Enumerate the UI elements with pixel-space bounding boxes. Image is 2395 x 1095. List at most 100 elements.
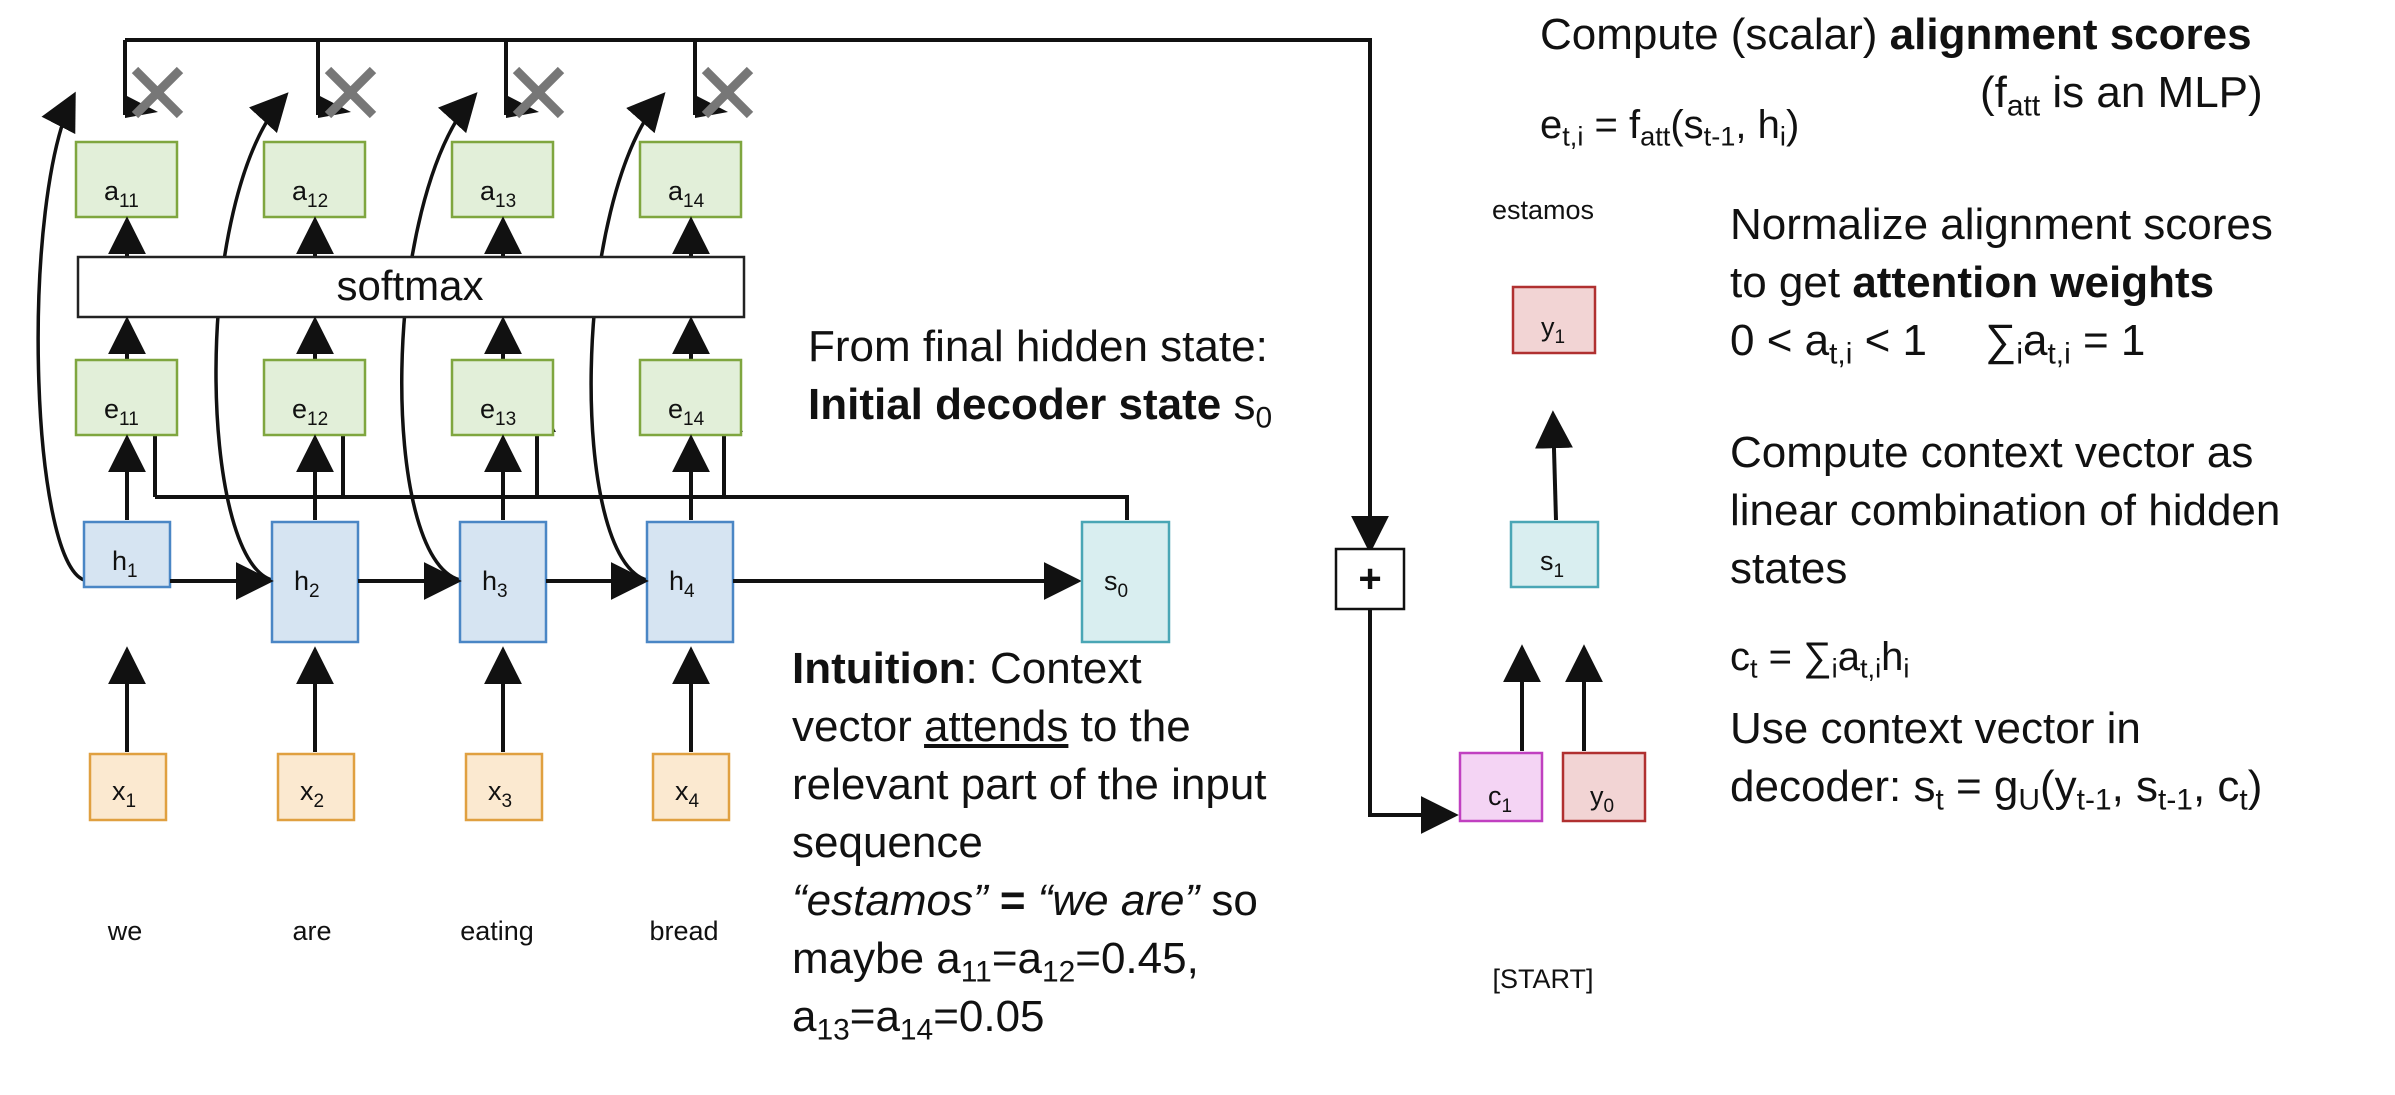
a-label-14: a14 xyxy=(668,176,705,212)
intuition-line2: vector attends to the xyxy=(792,698,1267,756)
x-to-h-arrows xyxy=(108,646,710,752)
plus-node xyxy=(1334,547,1406,611)
h-box-3 xyxy=(458,520,548,644)
decoder-input-arrows xyxy=(1503,644,1603,751)
y1-box xyxy=(1511,285,1597,355)
e-label-14: e14 xyxy=(668,394,705,430)
y1-label: y1 xyxy=(1541,312,1565,348)
x-label-2: x2 xyxy=(300,776,324,812)
flag-3 xyxy=(504,66,565,119)
fatt-sub: att xyxy=(2006,89,2041,123)
intuition-eq: = xyxy=(987,876,1038,925)
ct-a: a xyxy=(1837,635,1860,679)
intuition-note: Intuition: Context vector attends to the… xyxy=(792,640,1267,1046)
flag-4 xyxy=(693,66,754,119)
intuition-l7-s1: 13 xyxy=(816,1013,850,1047)
e-box-14 xyxy=(638,358,743,437)
h-to-e-arrows xyxy=(108,434,710,520)
intuition-l1-tail: : Context xyxy=(965,644,1142,693)
context-line1: Compute context vector as xyxy=(1730,428,2254,477)
e-to-softmax-arrows xyxy=(108,316,710,360)
intuition-line3: relevant part of the input xyxy=(792,760,1267,809)
alignment-score-boxes: e11 e12 e13 e14 xyxy=(74,358,743,437)
final-hidden-line2: Initial decoder state s0 xyxy=(808,376,1272,434)
e-box-11 xyxy=(74,358,179,437)
use-l2-c-sub: t xyxy=(2239,783,2248,817)
fatt-open: (f xyxy=(1980,68,2007,117)
ct-h: h xyxy=(1881,635,1904,679)
a-box-12 xyxy=(262,140,367,219)
ct-h-sub: i xyxy=(1903,652,1910,684)
softmax-to-a-arrows xyxy=(108,216,710,257)
word-4: bread xyxy=(649,916,718,946)
h-box-1 xyxy=(82,520,172,589)
eq-s-sub: t-1 xyxy=(1703,120,1736,152)
normalize-l3-a-sub: t,i xyxy=(1829,337,1853,371)
e-label-11: e11 xyxy=(104,394,139,430)
flag-markers xyxy=(123,66,754,119)
intuition-l7-s2: 14 xyxy=(899,1013,934,1047)
context-line3: states xyxy=(1730,544,1848,593)
sum-symbol: ∑ xyxy=(1984,316,2017,365)
s1-label: s1 xyxy=(1540,546,1564,582)
context-equation: ct = ∑iat,ihi xyxy=(1730,630,1909,684)
use-l2-g-sub: U xyxy=(2018,783,2041,817)
ct-mid: = ∑ xyxy=(1757,635,1832,679)
alignment-heading-bold: alignment scores xyxy=(1889,10,2252,59)
eq-h-sub: i xyxy=(1779,120,1786,152)
c1-box xyxy=(1458,751,1544,823)
normalize-l2-pre: to get xyxy=(1730,258,1853,307)
final-hidden-note: From final hidden state: Initial decoder… xyxy=(808,318,1272,434)
x-box-1 xyxy=(88,752,168,822)
s1-to-y1-arrow xyxy=(1534,410,1573,521)
eq-mid: = f xyxy=(1583,103,1641,147)
ct-c-sub: t xyxy=(1750,652,1758,684)
normalize-line3: 0 < at,i < 1∑iat,i = 1 xyxy=(1730,312,2273,370)
a-box-11 xyxy=(74,140,179,219)
use-l2-close: ) xyxy=(2247,762,2263,811)
intuition-l6-mid: =a xyxy=(991,934,1042,983)
use-l2-y: (y xyxy=(2040,762,2077,811)
plus-to-c1-arrow xyxy=(1368,609,1459,834)
intuition-quote-estamos: “estamos” xyxy=(792,876,988,925)
intuition-line5: “estamos” = “we are” so xyxy=(792,872,1267,930)
ct-a-sub: t,i xyxy=(1859,652,1882,684)
context-line2: linear combination of hidden xyxy=(1730,486,2281,535)
h-to-attention-curves xyxy=(36,91,666,582)
intuition-l6-s2: 12 xyxy=(1041,955,1076,989)
a-label-12: a12 xyxy=(292,176,328,212)
normalize-l3-d: = 1 xyxy=(2070,316,2146,365)
y0-label: y0 xyxy=(1590,781,1614,817)
use-context-line2: decoder: st = gU(yt-1, st-1, ct) xyxy=(1730,758,2262,816)
alignment-equation: et,i = fatt(st-1, hi) xyxy=(1540,98,1799,152)
h-box-4 xyxy=(645,520,735,644)
e-box-12 xyxy=(262,358,367,437)
flag-2 xyxy=(316,66,377,119)
h-label-2: h2 xyxy=(294,566,320,602)
word-1: we xyxy=(107,916,143,946)
normalize-l3-c: a xyxy=(2023,316,2048,365)
eq-close: ) xyxy=(1785,103,1800,147)
sum-sub: i xyxy=(2016,337,2024,371)
x-box-4 xyxy=(651,752,731,822)
alignment-heading-pre: Compute (scalar) xyxy=(1540,10,1890,59)
intuition-bold: Intuition xyxy=(792,644,966,693)
plus-label: + xyxy=(1358,557,1381,601)
word-2: are xyxy=(292,916,331,946)
s1-box xyxy=(1509,520,1600,589)
ct-i-sub: i xyxy=(1831,652,1838,684)
x-label-1: x1 xyxy=(112,776,136,812)
x-box-3 xyxy=(464,752,544,822)
use-context-line1: Use context vector in xyxy=(1730,704,2141,753)
use-l2-pre: decoder: s xyxy=(1730,762,1936,811)
intuition-quote-we-are: “we are” xyxy=(1037,876,1200,925)
use-l2-c: , c xyxy=(2192,762,2240,811)
alignment-heading: Compute (scalar) alignment scores xyxy=(1540,6,2252,64)
use-l2-mid: = g xyxy=(1943,762,2019,811)
e-box-13 xyxy=(450,358,555,437)
h-label-3: h3 xyxy=(482,566,508,602)
eq-e: e xyxy=(1540,103,1563,147)
normalize-l3-b: < 1 xyxy=(1852,316,1927,365)
intuition-l7-mid: =a xyxy=(849,992,900,1041)
